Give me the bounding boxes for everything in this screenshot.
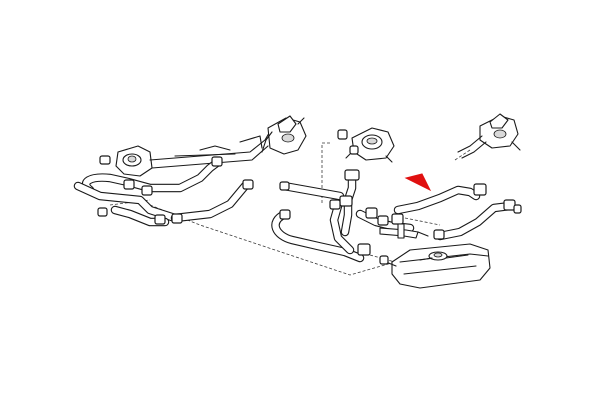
tee-fitting bbox=[379, 223, 429, 239]
center-clamps bbox=[279, 169, 404, 256]
left-hose-bundle bbox=[73, 157, 250, 227]
right-hose-bundle bbox=[393, 185, 515, 241]
left-clamps bbox=[97, 155, 254, 225]
center-hose-bundle bbox=[271, 171, 415, 263]
right-heater-valve bbox=[457, 113, 521, 159]
red-arrow-marker bbox=[404, 173, 432, 192]
left-heater-valve bbox=[261, 115, 307, 155]
expansion-tank bbox=[379, 243, 491, 289]
right-clamps bbox=[433, 183, 522, 240]
left-engine-bracket bbox=[115, 127, 273, 177]
center-heater-valve bbox=[337, 127, 395, 163]
